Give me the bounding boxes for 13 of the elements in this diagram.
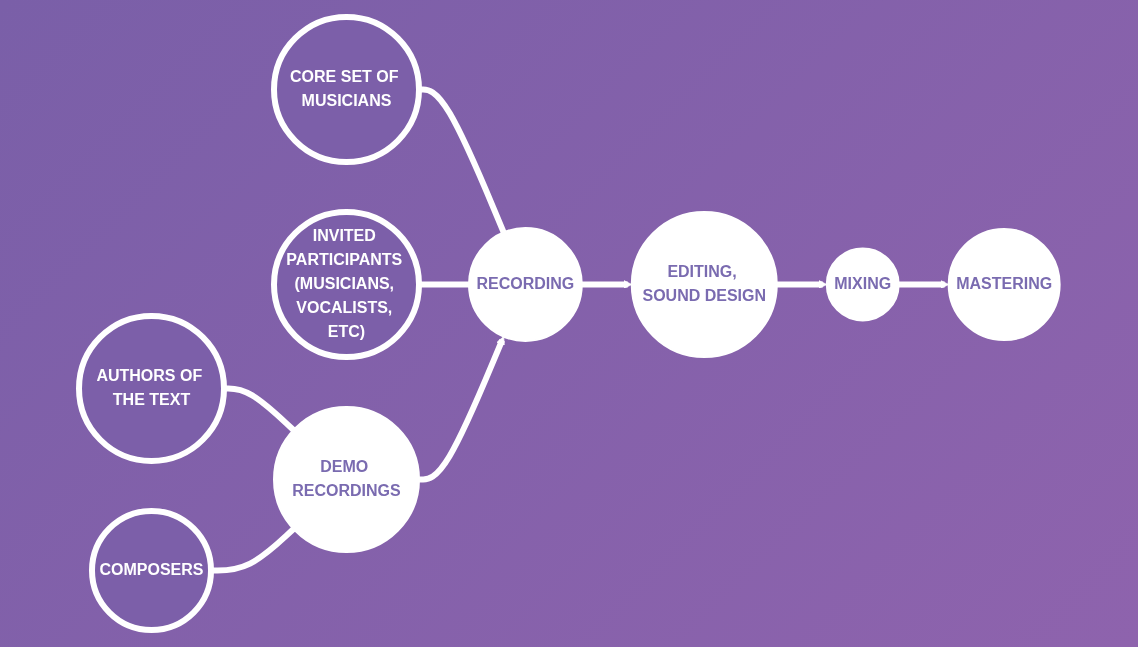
- node-circle: AUTHORS OF THE TEXT: [75, 313, 227, 464]
- arrow: [581, 280, 632, 289]
- arrow: [898, 280, 949, 289]
- node-circle: DEMO RECORDINGS: [272, 406, 420, 553]
- node-circle: MASTERING: [947, 228, 1061, 341]
- arrow: [776, 280, 827, 289]
- node-circle: CORE SET OF MUSICIANS: [270, 14, 422, 165]
- node-circle: INVITED PARTICIPANTS (MUSICIANS, VOCALISTS, ETC): [270, 209, 422, 360]
- node-circle: RECORDING: [467, 227, 583, 342]
- arrow: [418, 336, 505, 483]
- node-circle: EDITING, SOUND DESIGN: [630, 211, 778, 358]
- node-circle: COMPOSERS: [88, 508, 214, 633]
- node-circle: MIXING: [825, 247, 900, 322]
